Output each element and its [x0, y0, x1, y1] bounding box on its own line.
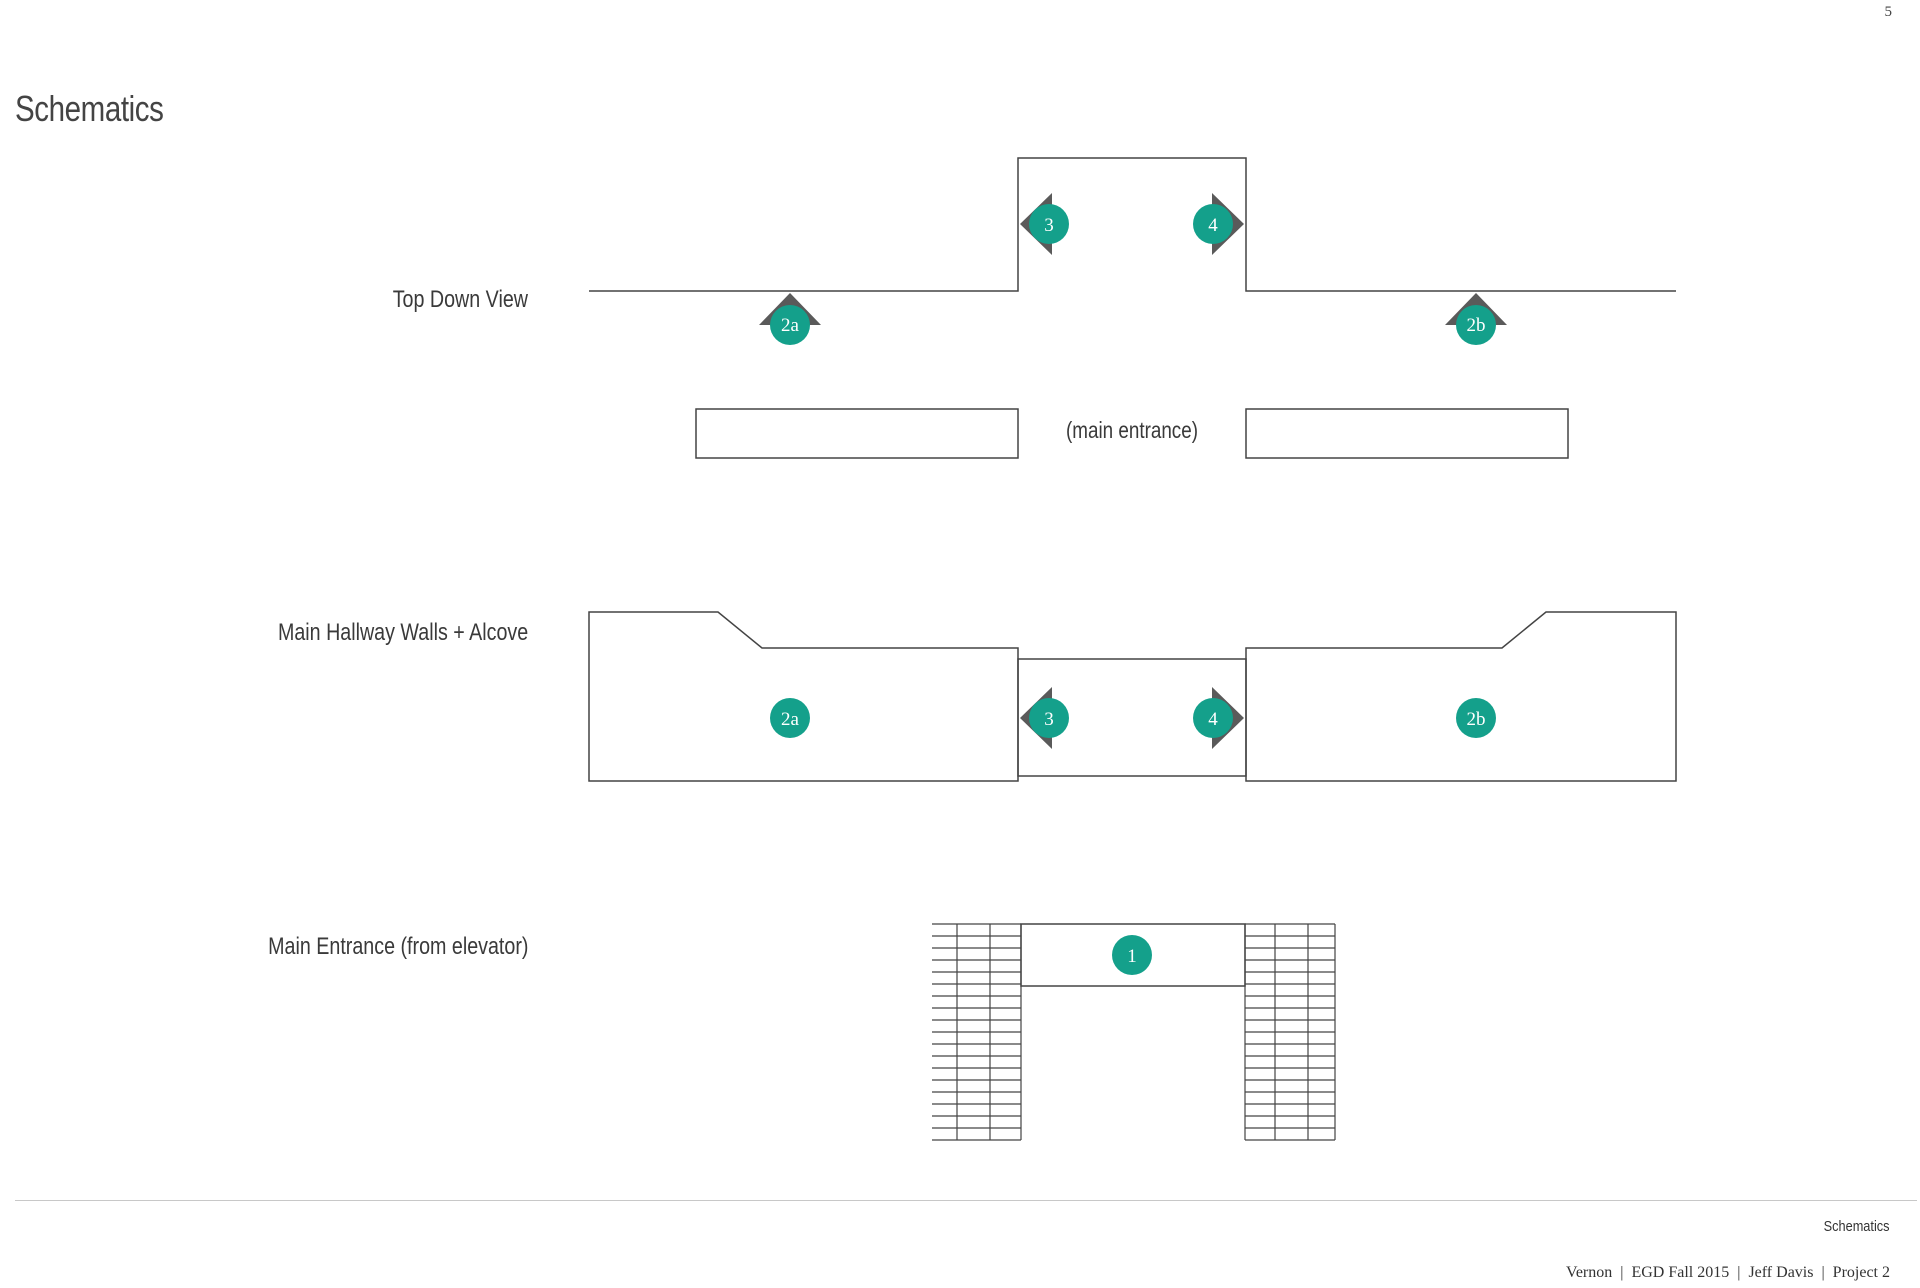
marker-2b-hallway: 2b — [1456, 698, 1496, 738]
label-top-down-view: Top Down View — [392, 286, 528, 313]
credit-author: Jeff Davis — [1748, 1264, 1814, 1281]
marker-3-top: 3 — [1020, 193, 1069, 255]
marker-3-hallway: 3 — [1020, 687, 1069, 749]
separator: | — [1821, 1264, 1825, 1281]
marker-label: 2b — [1467, 709, 1486, 730]
elevator-landing — [1020, 923, 1246, 987]
label-main-entrance: Main Entrance (from elevator) — [267, 933, 528, 960]
credit-location: Vernon — [1566, 1264, 1613, 1281]
marker-label: 2a — [781, 709, 800, 730]
marker-label: 3 — [1044, 215, 1054, 236]
marker-label: 2b — [1467, 315, 1486, 336]
main-entrance-label: (main entrance) — [1066, 417, 1198, 443]
marker-label: 1 — [1127, 946, 1137, 967]
top-down-wall-outline — [589, 157, 1676, 292]
marker-label: 4 — [1208, 709, 1218, 730]
credit-course: EGD Fall 2015 — [1631, 1264, 1730, 1281]
hallway-right-wall — [1245, 611, 1677, 782]
hallway-left-wall — [588, 611, 1019, 782]
separator: | — [1620, 1264, 1624, 1281]
label-main-hallway: Main Hallway Walls + Alcove — [277, 619, 528, 646]
marker-2a-top: 2a — [759, 293, 821, 345]
marker-2a-hallway: 2a — [770, 698, 810, 738]
footer-divider — [15, 1200, 1917, 1201]
marker-label: 3 — [1044, 709, 1054, 730]
separator: | — [1737, 1264, 1741, 1281]
credit-project: Project 2 — [1832, 1264, 1890, 1281]
page-number: 5 — [1884, 4, 1893, 20]
marker-label: 2a — [781, 315, 800, 336]
marker-2b-top: 2b — [1445, 293, 1507, 345]
footer-section-title: Schematics — [1824, 1218, 1890, 1235]
stair-grids — [932, 923, 1336, 1141]
hallway-alcove — [1017, 658, 1247, 777]
footer-credits: Vernon | EGD Fall 2015 | Jeff Davis | Project … — [1566, 1264, 1890, 1282]
marker-4-hallway: 4 — [1193, 687, 1244, 749]
marker-1-entrance: 1 — [1112, 935, 1152, 975]
marker-label: 4 — [1208, 215, 1218, 236]
entrance-right-block — [1245, 408, 1569, 459]
page-title: Schematics — [15, 88, 164, 129]
marker-4-top: 4 — [1193, 193, 1244, 255]
entrance-left-block — [695, 408, 1019, 459]
